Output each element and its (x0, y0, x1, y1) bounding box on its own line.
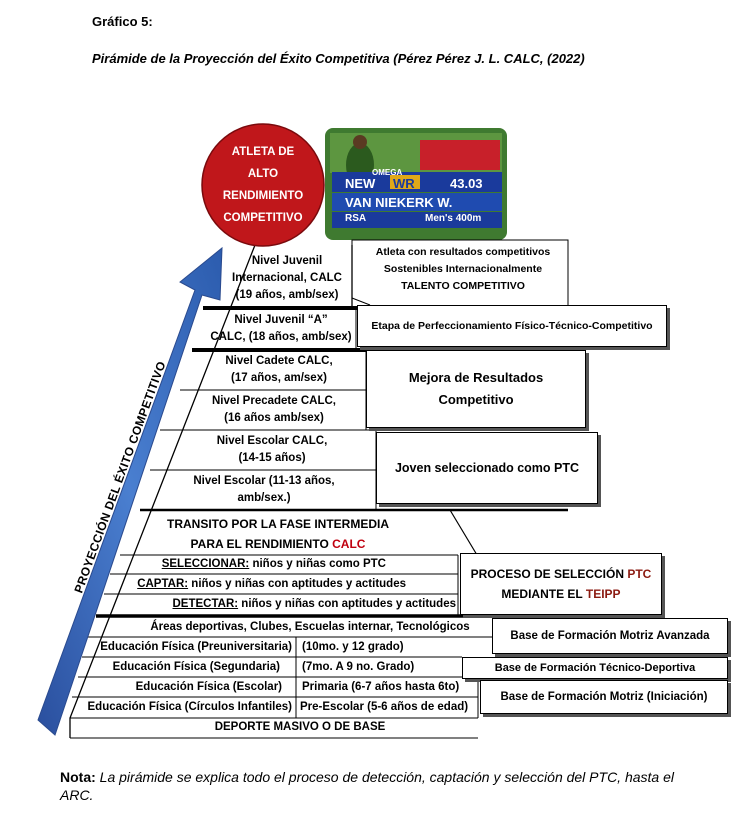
base-avanzada-box: Base de Formación Motriz Avanzada (492, 618, 728, 654)
education-left: Educación Física (Preuniversitaria) (100, 641, 292, 653)
apex-line: ATLETA DE (231, 146, 295, 158)
level-escolar-b: Nivel Escolar (11-13 años, amb/sex.) (156, 473, 372, 507)
apex-line: COMPETITIVO (223, 212, 303, 224)
level-line: Nivel Escolar (11-13 años, (193, 475, 335, 487)
photo-country: RSA (345, 213, 367, 224)
apex-line: ALTO (247, 168, 279, 180)
photo-event: Men's 400m (425, 213, 482, 224)
selection-text: niños y niñas con aptitudes y actitudes (238, 598, 456, 610)
proceso-box: PROCESO DE SELECCIÓN PTC MEDIANTE EL TEI… (460, 553, 662, 615)
progress-arrow (37, 246, 223, 736)
level-line: Nivel Escolar CALC, (216, 435, 328, 447)
talento-line: TALENTO COMPETITIVO (401, 280, 525, 292)
apex-circle (201, 123, 325, 247)
talento-line: Sostenibles Internacionalmente (383, 263, 543, 275)
note-text: La pirámide se explica todo el proceso d… (60, 769, 674, 803)
athlete-photo (325, 128, 507, 240)
base-iniciacion-box: Base de Formación Motriz (Iniciación) (480, 680, 728, 714)
education-right: Primaria (6-7 años hasta 6to) (302, 681, 460, 693)
level-juvenil-a: Nivel Juvenil “A” CALC, (18 años, amb/se… (208, 312, 354, 346)
proceso-text: PROCESO DE SELECCIÓN (470, 567, 628, 581)
education-left: Educación Física (Escolar) (135, 681, 282, 693)
perfeccionamiento-box: Etapa de Perfeccionamiento Físico-Técnic… (357, 305, 667, 347)
level-line: Nivel Cadete CALC, (225, 355, 333, 367)
apex-line: RENDIMIENTO (222, 190, 304, 202)
transit-label: TRANSITO POR LA FASE INTERMEDIA PARA EL … (148, 514, 408, 554)
selection-text: niños y niñas con aptitudes y actitudes (188, 578, 406, 590)
education-right: (7mo. A 9 no. Grado) (302, 661, 415, 673)
selection-term: CAPTAR: (137, 578, 189, 590)
mejora-line: Mejora de Resultados (408, 370, 544, 385)
level-line: Internacional, CALC (232, 272, 342, 284)
note-label: Nota: (60, 769, 96, 785)
transit-line: PARA EL RENDIMIENTO (190, 537, 333, 551)
joven-box: Joven seleccionado como PTC (376, 432, 598, 504)
level-line: (19 años, amb/sex) (235, 289, 339, 301)
selection-row: CAPTAR: niños y niñas con aptitudes y ac… (100, 576, 406, 593)
proceso-highlight: PTC (627, 567, 652, 581)
education-right: (10mo. y 12 grado) (302, 641, 404, 653)
level-line: CALC, (18 años, amb/sex) (210, 331, 352, 343)
level-precadete: Nivel Precadete CALC, (16 años amb/sex) (186, 393, 362, 427)
photo-new: NEW (345, 176, 376, 191)
talento-competitivo: Atleta con resultados competitivos Soste… (360, 244, 566, 295)
apex-label: ATLETA DE ALTO RENDIMIENTO COMPETITIVO (206, 141, 320, 229)
transit-line: TRANSITO POR LA FASE INTERMEDIA (166, 517, 389, 531)
level-line: Nivel Juvenil “A” (234, 314, 328, 326)
level-escolar: Nivel Escolar CALC, (14-15 años) (170, 433, 374, 467)
photo-time: 43.03 (450, 176, 483, 191)
mejora-line: Competitivo (438, 392, 514, 407)
selection-row: DETECTAR: niños y niñas con aptitudes y … (100, 596, 457, 613)
base-tecnico-box: Base de Formación Técnico-Deportiva (462, 657, 728, 679)
level-line: amb/sex.) (237, 492, 291, 504)
transit-highlight: CALC (332, 537, 366, 551)
mejora-box: Mejora de Resultados Competitivo (366, 350, 586, 428)
education-right: Pre-Escolar (5-6 años de edad) (300, 701, 469, 713)
level-line: (14-15 años) (238, 452, 306, 464)
education-left: Educación Física (Segundaria) (112, 661, 280, 673)
figure-label: Gráfico 5: (92, 14, 153, 29)
level-line: (17 años, am/sex) (231, 372, 327, 384)
level-juvenil-internacional: Nivel Juvenil Internacional, CALC (19 añ… (226, 253, 348, 304)
level-cadete: Nivel Cadete CALC, (17 años, am/sex) (196, 353, 362, 387)
selection-term: DETECTAR: (172, 598, 239, 610)
level-line: (16 años amb/sex) (224, 412, 324, 424)
photo-brand: OMEGA (372, 168, 403, 177)
base-label: DEPORTE MASIVO O DE BASE (214, 721, 386, 733)
level-line: Nivel Precadete CALC, (212, 395, 336, 407)
pyramid-right-edge (449, 509, 481, 561)
photo-record: WR (393, 176, 415, 191)
proceso-text: MEDIANTE EL (501, 587, 586, 601)
talento-line: Atleta con resultados competitivos (375, 246, 551, 258)
figure-title: Pirámide de la Proyección del Éxito Comp… (92, 51, 585, 66)
education-left: Educación Física (Círculos Infantiles) (87, 701, 293, 713)
areas-label: Áreas deportivas, Clubes, Escuelas inter… (150, 621, 470, 633)
level-line: Nivel Juvenil (251, 255, 323, 267)
selection-row: SELECCIONAR: niños y niñas como PTC (110, 556, 386, 573)
selection-term: SELECCIONAR: (161, 558, 250, 570)
proceso-highlight: TEIPP (585, 587, 621, 601)
figure-note: Nota: La pirámide se explica todo el pro… (60, 768, 710, 804)
photo-athlete: VAN NIEKERK W. (345, 195, 453, 210)
selection-text: niños y niñas como PTC (249, 558, 386, 570)
